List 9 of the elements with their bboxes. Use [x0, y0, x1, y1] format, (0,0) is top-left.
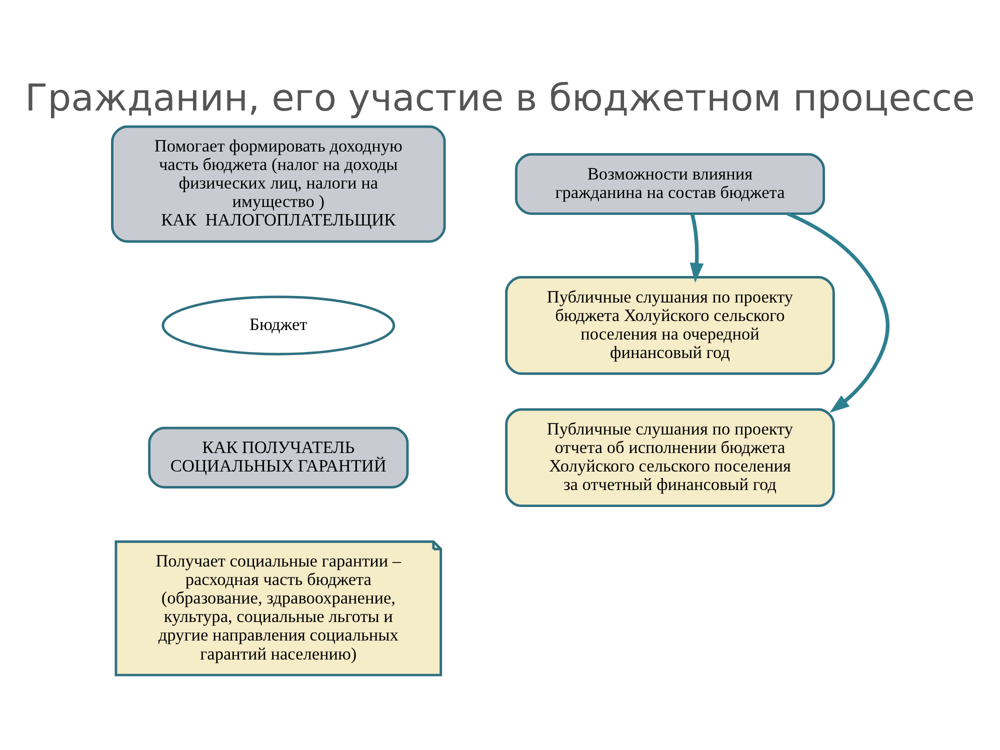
node-box: Помогает формировать доходную часть бюджета (налог на доходы физических лиц, налоги на имущество ) КАК НАЛОГОПЛАТЕЛЬЩИК	[111, 124, 446, 242]
node-box: Публичные слушания по проекту бюджета Холуйского сельского поселения на очередной финансовый год	[505, 276, 835, 374]
diagram-title: Гражданин, его участие в бюджетном процессе	[25, 76, 975, 120]
arrow	[690, 212, 704, 282]
node-box: Возможности влияния гражданина на состав бюджета	[514, 152, 826, 214]
node-box: Публичные слушания по проекту отчета об исполнении бюджета Холуйского сельского поселения за отчетный финансовый год	[505, 408, 835, 507]
node-ellipse: Бюджет	[162, 295, 396, 355]
node-box: КАК ПОЛУЧАТЕЛЬ СОЦИАЛЬНЫХ ГАРАНТИЙ	[148, 426, 409, 488]
arrow	[787, 212, 890, 412]
